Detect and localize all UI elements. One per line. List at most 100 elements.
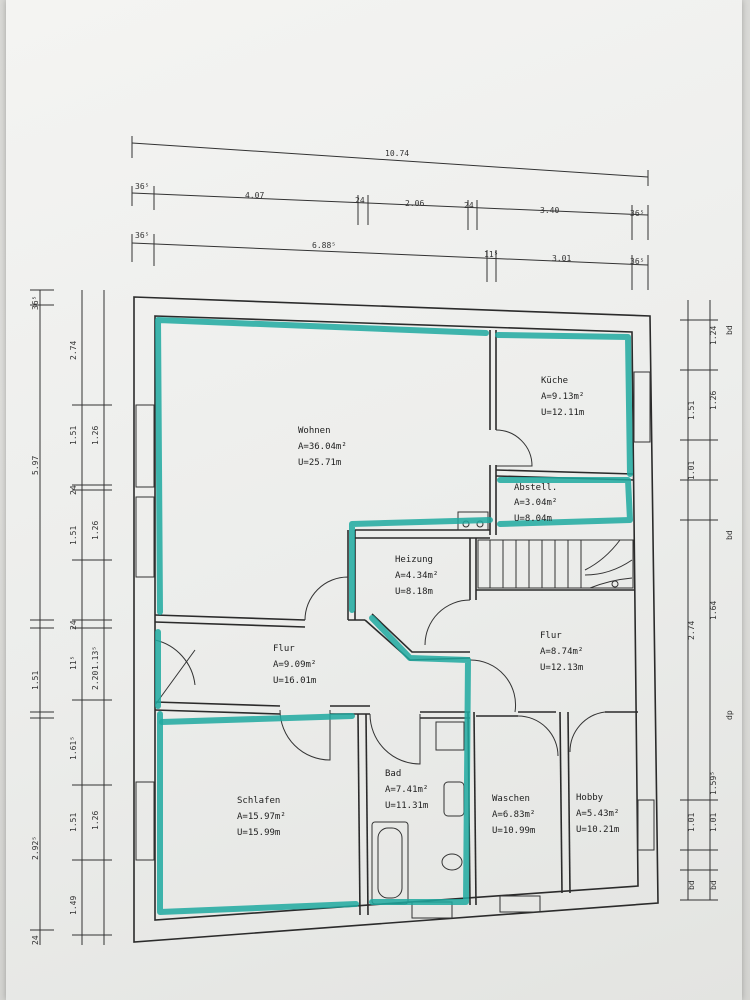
room-labels: Wohnen A=36.04m² U=25.71m Küche A=9.13m²… (237, 376, 619, 838)
window-left-2 (135, 496, 155, 578)
dim-left-o2: 5.97 (31, 456, 40, 475)
room-perimeter: U=25.71m (298, 458, 341, 468)
dim-left-m4: 1.51 (31, 671, 40, 690)
dim-right-6: 1.59⁵ (709, 771, 718, 795)
staircase (477, 539, 634, 589)
dim-right-9: bd (725, 325, 734, 335)
room-name: Heizung (395, 555, 433, 565)
room-area: A=9.09m² (273, 660, 316, 670)
right-dimensions: 1.24 1.51 1.26 1.01 1.64 2.74 1.59⁵ 1.01… (680, 300, 734, 901)
dim-left-i4: 1.26 (91, 811, 100, 830)
room-name: Bad (385, 769, 401, 779)
room-name: Abstell. (514, 483, 557, 493)
dim-right-2: 1.26 (709, 391, 718, 410)
toilet (441, 853, 463, 871)
dim-right-11: dp (725, 710, 734, 720)
room-area: A=4.34m² (395, 571, 438, 581)
dim-top-r2-2: 24 (355, 196, 365, 205)
dim-top-r2-3: 2.06 (405, 199, 424, 208)
room-perimeter: U=10.99m (492, 826, 535, 836)
dim-top-r3-4: 36⁵ (630, 257, 644, 266)
room-name: Küche (541, 376, 568, 386)
dim-right-13: bd (709, 880, 718, 890)
dim-left-o4: 24 (31, 935, 40, 945)
teal-highlight (155, 317, 633, 915)
room-perimeter: U=12.13m (540, 663, 583, 673)
dim-right-12: bd (687, 880, 696, 890)
door-swings (154, 429, 606, 765)
dim-top-r2-5: 3.40 (540, 206, 559, 215)
dim-right-3: 1.01 (687, 461, 696, 480)
room-name: Flur (540, 631, 562, 641)
room-waschen: Waschen A=6.83m² U=10.99m (492, 794, 535, 836)
room-perimeter: U=10.21m (576, 825, 619, 835)
dim-left-m7: 1.51 (69, 813, 78, 832)
dim-left-m6: 1.61⁵ (69, 736, 78, 760)
windows (135, 371, 655, 919)
room-flur-east: Flur A=8.74m² U=12.13m (540, 631, 583, 673)
dim-left-i2: 1.13⁵ (91, 646, 100, 670)
room-perimeter: U=16.01m (273, 676, 316, 686)
shower (435, 721, 465, 751)
dim-left-o1: 2.74 (69, 341, 78, 360)
dim-left-m2: 1.51 (69, 526, 78, 545)
room-name: Hobby (576, 793, 604, 803)
room-area: A=3.04m² (514, 498, 557, 508)
dim-right-1: 1.51 (687, 401, 696, 420)
outer-walls (133, 296, 659, 943)
room-heizung: Heizung A=4.34m² U=8.18m (395, 555, 438, 597)
washbasin (443, 781, 465, 817)
room-name: Wohnen (298, 426, 331, 436)
dim-left-m3: 24 (69, 620, 78, 630)
room-name: Flur (273, 644, 295, 654)
room-perimeter: U=11.31m (385, 801, 428, 811)
dim-left-i3: 2.20 (91, 671, 100, 690)
room-area: A=7.41m² (385, 785, 428, 795)
dim-top-r2-4: 24 (464, 201, 474, 210)
dim-right-4: 1.64 (709, 601, 718, 620)
dim-top-r2-1: 4.07 (245, 191, 264, 200)
dim-top-r2-6: 36⁵ (630, 209, 644, 218)
room-abstell: Abstell. A=3.04m² U=8.04m (514, 483, 557, 524)
room-area: A=9.13m² (541, 392, 584, 402)
room-hobby: Hobby A=5.43m² U=10.21m (576, 793, 619, 835)
dim-right-10: bd (725, 530, 734, 540)
room-area: A=5.43m² (576, 809, 619, 819)
dim-left-o0: 36⁵ (31, 296, 40, 310)
dim-left-o3: 2.92⁵ (31, 836, 40, 860)
paper-sheet (6, 0, 742, 1000)
dim-top-total: 10.74 (385, 149, 409, 158)
dim-top-r3-0: 36⁵ (135, 231, 149, 240)
window-left-3 (135, 781, 155, 861)
room-bad: Bad A=7.41m² U=11.31m (385, 769, 428, 811)
room-perimeter: U=8.18m (395, 587, 433, 597)
room-kueche: Küche A=9.13m² U=12.11m (541, 376, 584, 418)
top-dimensions: 10.74 36⁵ 4.07 24 2.06 24 3.40 36⁵ 36⁵ 6… (131, 136, 649, 290)
room-flur-west: Flur A=9.09m² U=16.01m (273, 644, 316, 686)
window-right-1 (633, 371, 651, 443)
room-perimeter: U=8.04m (514, 514, 552, 524)
window-right-2 (637, 799, 655, 851)
room-name: Waschen (492, 794, 530, 804)
dim-left-m8: 1.49 (69, 896, 78, 915)
room-name: Schlafen (237, 796, 280, 806)
left-dimensions: 36⁵ 2.74 5.97 2.92⁵ 24 1.51 24 1.51 24 1… (30, 289, 112, 945)
dim-top-r3-2: 11⁵ (484, 250, 498, 259)
room-area: A=8.74m² (540, 647, 583, 657)
bathtub (371, 821, 409, 905)
dim-top-r2-0: 36⁵ (135, 182, 149, 191)
room-perimeter: U=15.99m (237, 828, 280, 838)
room-area: A=15.97m² (237, 812, 286, 822)
dim-right-7: 1.01 (687, 813, 696, 832)
window-left-1 (135, 404, 155, 488)
dim-left-i1: 1.26 (91, 521, 100, 540)
dim-right-0: 1.24 (709, 326, 718, 345)
dim-left-i0: 1.26 (91, 426, 100, 445)
dim-left-m5: 11⁵ (69, 656, 78, 670)
dim-left-m0: 1.51 (69, 426, 78, 445)
dim-right-8: 1.01 (709, 813, 718, 832)
room-perimeter: U=12.11m (541, 408, 584, 418)
room-area: A=6.83m² (492, 810, 535, 820)
dim-top-r3-1: 6.88⁵ (312, 241, 336, 250)
